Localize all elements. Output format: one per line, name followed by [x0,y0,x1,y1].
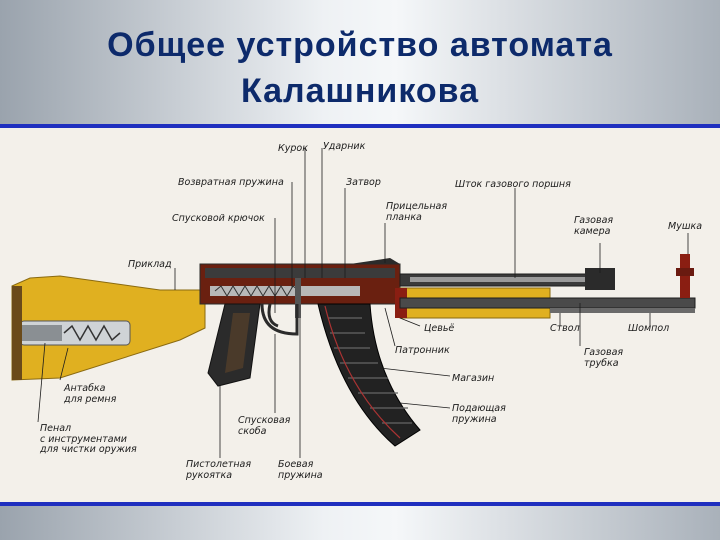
label-rear-sight: Прицельная планка [386,202,447,223]
label-magazine: Магазин [452,374,494,385]
label-barrel: Ствол [550,324,580,335]
label-cleaning-rod: Шомпол [628,324,669,335]
label-cleaning-kit: Пенал с инструментами для чистки оружия [40,424,137,456]
label-sling-swivel: Антабка для ремня [64,384,116,405]
bottom-divider [0,502,720,506]
label-trigger-guard: Спусковая скоба [238,416,290,437]
label-chamber: Патронник [395,346,450,357]
label-front-sight: Мушка [668,222,702,233]
rifle-diagram: Курок Ударник Возвратная пружина Затвор … [0,128,720,502]
label-return-spring: Возвратная пружина [178,178,284,189]
trigger-guard-shape [262,304,297,334]
label-bolt: Затвор [346,178,381,189]
label-gas-chamber: Газовая камера [574,216,613,237]
title-line-1: Общее устройство автомата [0,22,720,68]
barrel-shape [400,298,695,308]
slide-title: Общее устройство автомата Калашникова [0,22,720,114]
label-hammer: Курок [278,144,308,155]
label-firing-pin: Ударник [323,142,365,153]
title-line-2: Калашникова [0,68,720,114]
magazine-shape [318,304,420,446]
label-gas-tube: Газовая трубка [584,348,623,369]
label-pistol-grip: Пистолетная рукоятка [186,460,251,481]
label-buttstock: Приклад [128,260,172,271]
label-handguard: Цевьё [424,324,454,335]
rear-sight-shape [350,258,400,264]
label-mag-spring: Подающая пружина [452,404,506,425]
label-trigger: Спусковой крючок [172,214,265,225]
label-gas-piston-rod: Шток газового поршня [455,180,571,191]
trigger-shape [269,304,278,326]
label-mainspring: Боевая пружина [278,460,323,481]
